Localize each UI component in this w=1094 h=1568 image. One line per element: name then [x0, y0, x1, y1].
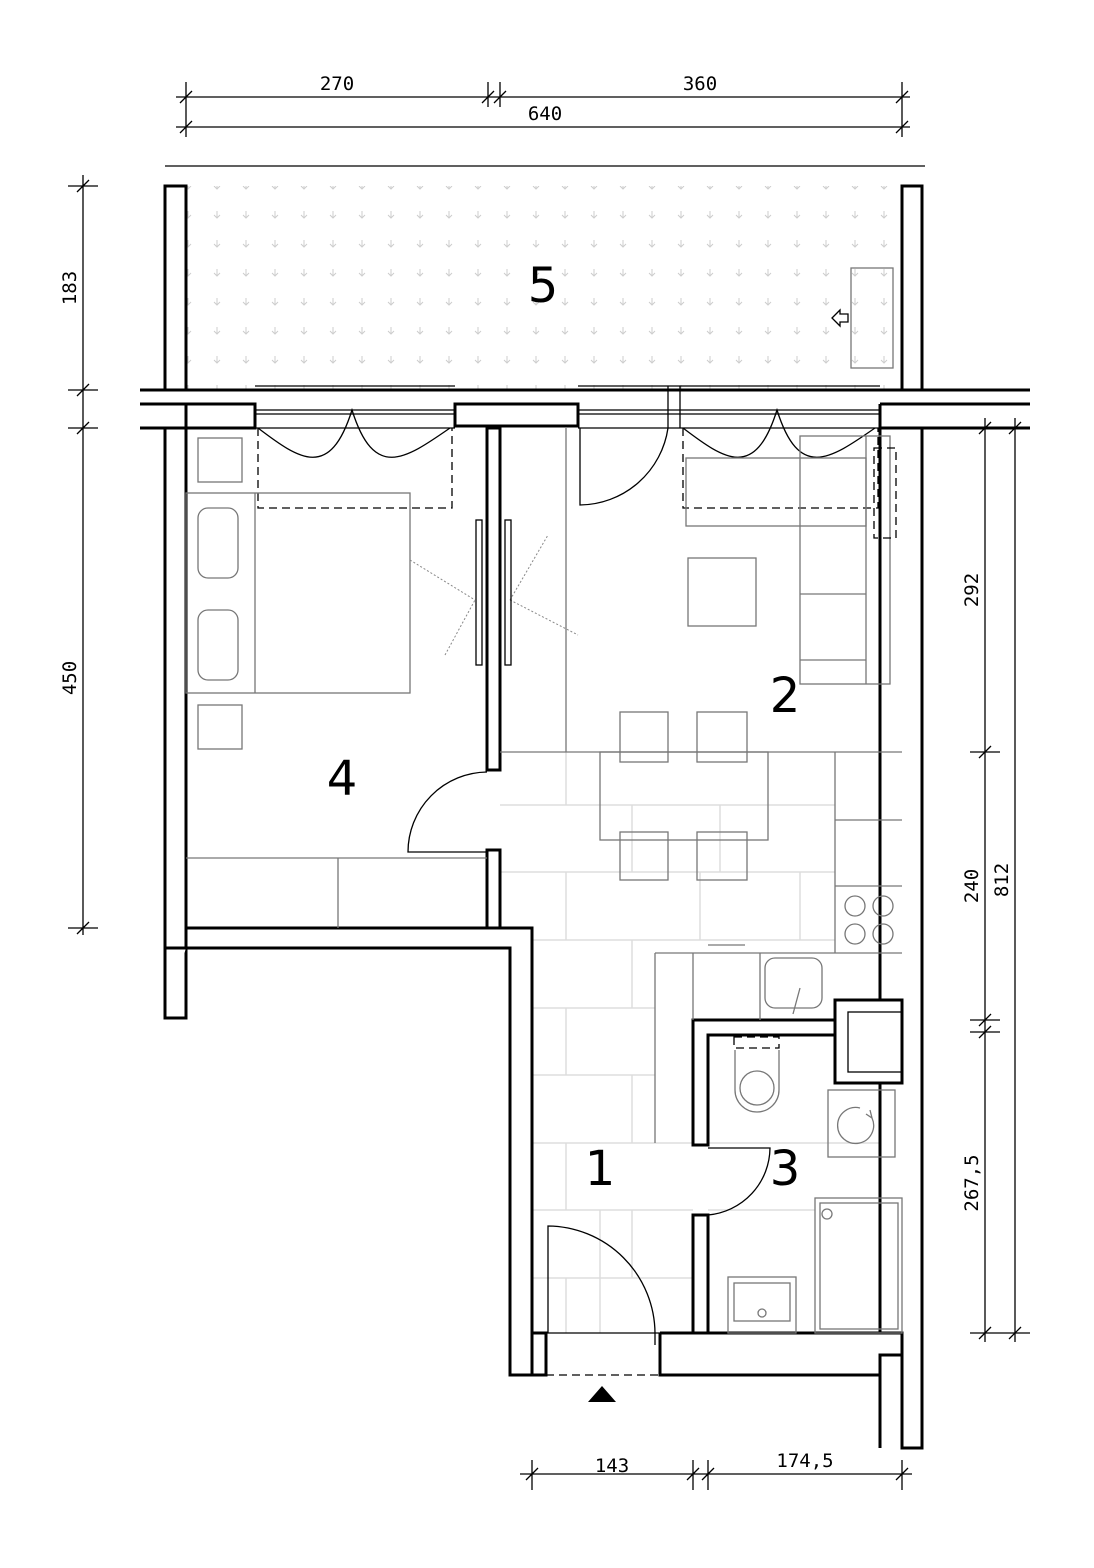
- bedroom-furniture: [185, 437, 579, 928]
- dim-top-left: 270: [320, 73, 354, 95]
- dim-right-living: 292: [961, 573, 983, 607]
- entry-door: [547, 1225, 656, 1345]
- floor-tiles: [500, 752, 902, 1333]
- right-exterior-wall: [878, 404, 924, 1450]
- room-number-5: 5: [528, 258, 559, 314]
- dim-right-bath: 267,5: [961, 1154, 983, 1211]
- dim-right-total: 812: [991, 863, 1013, 897]
- partition-wall: [485, 426, 502, 772]
- walls: [140, 184, 1030, 1450]
- dim-top-right: 360: [683, 73, 717, 95]
- windows: [255, 385, 880, 509]
- balcony-door: [579, 427, 669, 506]
- room-number-1: 1: [585, 1141, 616, 1197]
- entrance-arrow-icon: [588, 1386, 616, 1402]
- balcony-post-left: [163, 184, 188, 392]
- room-number-2: 2: [770, 668, 801, 724]
- bedroom-bottom-wall: [184, 926, 534, 1377]
- balcony-floor: [186, 186, 902, 390]
- bathroom-wall: [691, 1018, 837, 1147]
- left-exterior-wall: [140, 426, 188, 1020]
- dim-bottom-entry: 143: [595, 1455, 629, 1477]
- room-number-3: 3: [770, 1141, 801, 1197]
- dimension-lines: [68, 82, 1030, 1490]
- bottom-wall: [658, 1331, 904, 1448]
- dim-top-total: 640: [528, 103, 562, 125]
- room-number-4: 4: [327, 751, 358, 807]
- facade-pier: [453, 402, 580, 428]
- dim-bottom-bath: 174,5: [776, 1450, 833, 1472]
- dim-right-kitchen: 240: [961, 869, 983, 903]
- living-furniture: [500, 267, 902, 881]
- shaft: [833, 998, 904, 1085]
- doors: [407, 427, 771, 1402]
- bathroom-fixtures: [727, 1036, 903, 1334]
- dim-left-bedroom: 450: [59, 661, 81, 695]
- balcony-post-right: [900, 184, 924, 392]
- bathroom-door: [707, 1147, 771, 1216]
- kitchen: [654, 752, 902, 1143]
- dim-left-balcony: 183: [59, 271, 81, 305]
- bedroom-door: [407, 771, 488, 853]
